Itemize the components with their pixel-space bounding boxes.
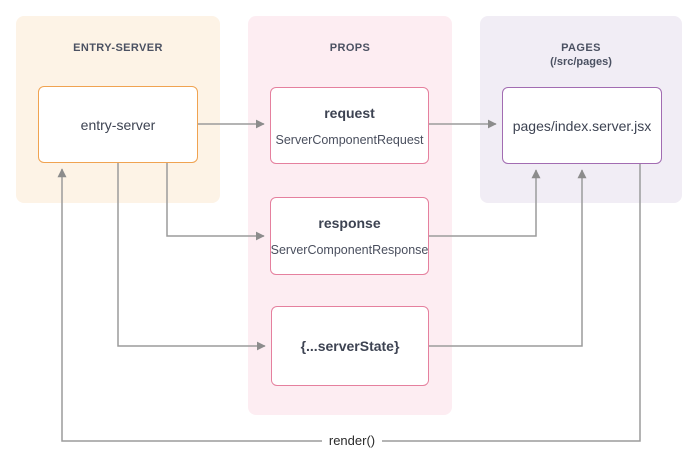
pages-node-label: pages/index.server.jsx	[512, 117, 652, 134]
request-node: request ServerComponentRequest	[270, 87, 429, 164]
serverstate-node-label: {...serverState}	[300, 338, 400, 354]
entry-server-panel-title: ENTRY-SERVER	[73, 42, 163, 54]
request-node-label: request	[324, 104, 375, 121]
render-edge-label: render()	[322, 432, 382, 449]
entry-server-node-label: entry-server	[80, 116, 156, 133]
response-node-label: response	[318, 215, 381, 231]
edge-entry-to-serverstate	[117, 163, 266, 351]
request-node-sublabel: ServerComponentRequest	[275, 132, 424, 147]
pages-panel-title: PAGES	[561, 42, 601, 54]
pages-node: pages/index.server.jsx	[502, 87, 662, 164]
edge-response-to-pages	[429, 169, 541, 237]
serverstate-node: {...serverState}	[271, 306, 429, 386]
response-node-sublabel: ServerComponentResponse	[270, 243, 429, 257]
edge-entry-to-response	[166, 163, 265, 241]
props-panel-title: PROPS	[329, 42, 371, 54]
edge-serverstate-to-pages	[429, 169, 587, 347]
response-node: response ServerComponentResponse	[270, 197, 429, 275]
pages-panel-subtitle: (/src/pages)	[550, 56, 612, 68]
entry-server-node: entry-server	[38, 86, 198, 163]
